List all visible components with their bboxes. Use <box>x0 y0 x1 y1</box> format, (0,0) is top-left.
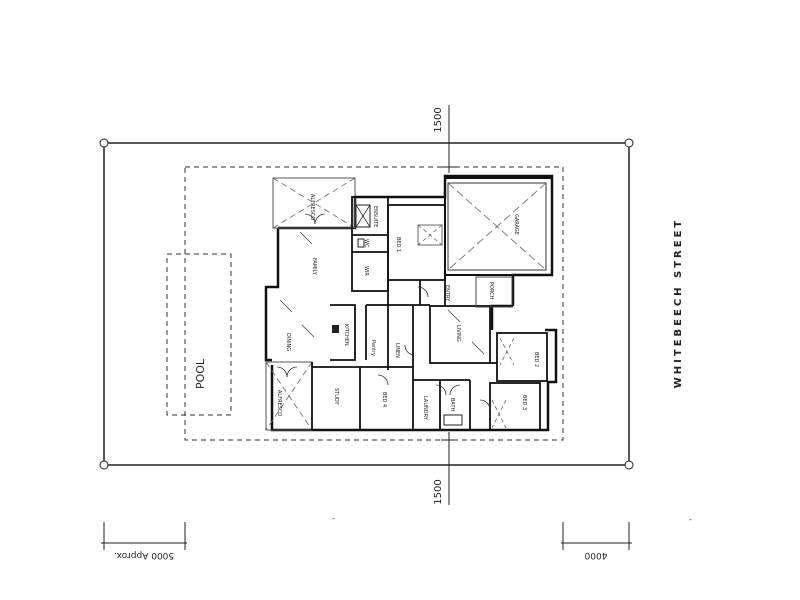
corner-marker <box>624 460 634 470</box>
wc-fixture <box>357 238 365 248</box>
living-hint <box>471 341 485 355</box>
garage-door <box>447 182 547 271</box>
room-label: BED 4 <box>381 392 387 407</box>
robe-outline <box>417 224 443 246</box>
room-label: WC <box>363 239 369 248</box>
kitchen-appliance <box>332 325 339 333</box>
setback-top-label: 1500 <box>433 107 444 132</box>
robe-cross <box>499 337 515 366</box>
room-label: BATH <box>449 398 455 412</box>
room-label: BED 2 <box>533 352 539 367</box>
building-envelope <box>184 166 564 441</box>
room-label: DINING <box>285 333 291 351</box>
room-label: ENTRY <box>444 285 450 302</box>
internal-walls <box>311 196 548 431</box>
room-label: LIVING <box>455 325 461 342</box>
room-label: STUDY <box>333 388 339 405</box>
porch-area <box>475 276 513 308</box>
bath-fixture <box>443 414 463 426</box>
alfresco-top-area <box>272 177 356 229</box>
room-label: BED 3 <box>521 395 527 410</box>
room-label: WIR <box>363 266 369 276</box>
door-swings <box>276 213 491 411</box>
pool-label: POOL <box>194 358 207 389</box>
corner-marker <box>99 138 109 148</box>
ensuite-fixture-cross <box>355 204 371 228</box>
dining-hint <box>301 324 315 338</box>
pool-outline <box>166 253 232 416</box>
corner-marker <box>624 138 634 148</box>
street-name: WHITEBEECH STREET <box>673 218 684 388</box>
room-label: ENSUITE <box>372 206 378 227</box>
site-boundary <box>103 142 630 466</box>
stray-mark: - <box>332 514 335 523</box>
room-label: GARAGE <box>513 214 519 235</box>
robe-cross <box>491 399 507 429</box>
room-label: LAUNDRY <box>422 396 428 421</box>
room-label: PORCH <box>488 282 494 300</box>
room-label: KITCHEN <box>343 324 349 346</box>
room-label: ALFRESCO <box>276 390 282 416</box>
room-label: LINEN <box>394 343 400 358</box>
room-label: Pantry <box>370 340 376 356</box>
ensuite-fixture <box>355 204 371 228</box>
room-label: ALFRESCO <box>309 194 315 220</box>
stray-mark: - <box>689 515 692 524</box>
setback-bottom-label: 1500 <box>433 479 444 504</box>
robe-cross <box>417 224 443 246</box>
room-label: BED 1 <box>395 237 401 252</box>
alfresco-top-cross <box>272 177 356 229</box>
dim-left-label: 5000 Approx. <box>114 550 174 560</box>
living-hint <box>447 309 461 323</box>
dim-right-label: 4000 <box>584 550 607 560</box>
corner-marker <box>99 460 109 470</box>
alfresco-bottom-cross <box>265 361 313 431</box>
garage-area <box>444 177 553 276</box>
dining-hint <box>279 299 293 313</box>
alfresco-top-cross <box>272 177 356 229</box>
room-label: FAMILY <box>311 258 317 276</box>
garage-cross <box>447 182 547 271</box>
family-hint <box>299 231 313 245</box>
